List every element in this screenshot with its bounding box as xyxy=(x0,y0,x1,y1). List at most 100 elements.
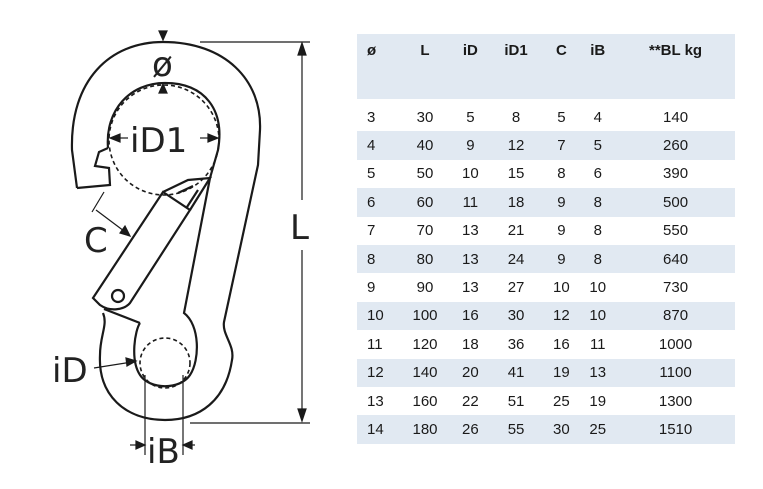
table-cell: 120 xyxy=(412,335,438,353)
table-cell: 9 xyxy=(543,188,580,217)
table-cell: 140 xyxy=(663,108,689,126)
label-iD1: iD1 xyxy=(130,121,187,161)
table-cell: 4 xyxy=(593,108,602,126)
table-cell: 5 xyxy=(367,165,376,183)
table-row: 7 70 13 21 9 8 550 xyxy=(357,217,735,245)
table-cell: 7 xyxy=(367,222,376,240)
table-cell: 730 xyxy=(663,279,689,297)
table-cell: 14 xyxy=(357,415,398,444)
column-header: iD xyxy=(452,34,489,99)
table-cell: 9 xyxy=(452,131,489,160)
table-cell: 51 xyxy=(507,392,525,410)
table-cell: 180 xyxy=(398,415,453,444)
table-cell: 8 xyxy=(579,188,617,217)
table-cell: 100 xyxy=(398,301,453,331)
table-cell: 70 xyxy=(416,222,434,240)
table-cell: 90 xyxy=(416,279,434,297)
table-cell: 55 xyxy=(488,415,544,444)
table-cell: 50 xyxy=(416,165,434,183)
table-cell: 13 xyxy=(367,392,384,410)
table-cell: 550 xyxy=(663,222,689,240)
table-cell: 9 xyxy=(543,244,580,274)
table-cell: 24 xyxy=(488,244,544,274)
table-cell: 11 xyxy=(367,335,383,353)
table-cell: 10 xyxy=(553,279,570,297)
dashed-circles xyxy=(108,84,220,389)
table-cell: 25 xyxy=(553,392,570,410)
table-cell: 5 xyxy=(557,108,566,126)
column-header: ø xyxy=(357,34,398,99)
label-C: C xyxy=(84,221,108,261)
table-cell: 9 xyxy=(557,222,566,240)
table-cell: 13 xyxy=(462,279,479,297)
table-cell: 9 xyxy=(367,279,376,297)
table-cell: 36 xyxy=(507,335,525,353)
table-cell: 8 xyxy=(557,165,566,183)
table-cell: 30 xyxy=(543,415,580,444)
table-cell: 15 xyxy=(507,165,525,183)
table-cell: 10 xyxy=(579,301,617,331)
table-cell: 10 xyxy=(589,279,607,297)
table-cell: 8 xyxy=(511,108,521,126)
table-cell: 1300 xyxy=(658,392,693,410)
column-header: L xyxy=(398,34,453,99)
table-cell: 1100 xyxy=(616,358,735,387)
table-cell: 500 xyxy=(616,188,735,217)
table-cell: 390 xyxy=(663,165,689,183)
table-cell: 11 xyxy=(589,335,606,353)
table-cell: 18 xyxy=(488,188,544,217)
table-cell: 41 xyxy=(488,358,544,387)
table-cell: 25 xyxy=(579,415,617,444)
table-cell: 640 xyxy=(616,244,735,274)
table-cell: 13 xyxy=(452,244,489,274)
table-cell: 6 xyxy=(357,188,398,217)
label-iB: iB xyxy=(147,432,180,472)
table-cell: 8 xyxy=(593,222,602,240)
table-cell: 13 xyxy=(462,222,479,240)
table-row: 3 30 5 8 5 4 140 xyxy=(357,103,735,131)
table-cell: 11 xyxy=(452,188,489,217)
snap-hook-diagram: ø iD1 C L iD iB xyxy=(52,30,310,472)
table-cell: 13 xyxy=(579,358,617,387)
table-cell: 5 xyxy=(579,131,617,160)
table-cell: 30 xyxy=(416,108,434,126)
table-cell: 3 xyxy=(367,108,376,126)
table-cell: 140 xyxy=(398,358,453,387)
table-cell: 10 xyxy=(357,301,398,331)
column-header: **BL kg xyxy=(616,34,735,99)
table-cell: 12 xyxy=(543,301,580,331)
table-cell: 12 xyxy=(488,131,544,160)
table-cell: 5 xyxy=(466,108,475,126)
table-cell: 870 xyxy=(616,301,735,331)
table-row: 5 50 10 15 8 6 390 xyxy=(357,160,735,188)
table-cell: 160 xyxy=(412,392,438,410)
snap-hook-outline xyxy=(70,40,262,422)
table-cell: 8 xyxy=(357,244,398,274)
table-cell: 30 xyxy=(488,301,544,331)
table-cell: 12 xyxy=(357,358,398,387)
dimension-lines xyxy=(91,30,310,455)
table-cell: 6 xyxy=(593,165,602,183)
label-diameter: ø xyxy=(152,45,173,85)
table-cell: 21 xyxy=(507,222,525,240)
table-cell: 40 xyxy=(398,131,453,160)
table-cell: 1000 xyxy=(658,335,693,353)
table-cell: 16 xyxy=(452,301,489,331)
table-cell: 18 xyxy=(462,335,479,353)
table-cell: 20 xyxy=(452,358,489,387)
table-cell: 60 xyxy=(398,188,453,217)
label-iD: iD xyxy=(52,351,88,391)
table-cell: 10 xyxy=(462,165,479,183)
column-header: iD1 xyxy=(488,34,544,99)
table-cell: 7 xyxy=(543,131,580,160)
column-header: C xyxy=(543,34,580,99)
